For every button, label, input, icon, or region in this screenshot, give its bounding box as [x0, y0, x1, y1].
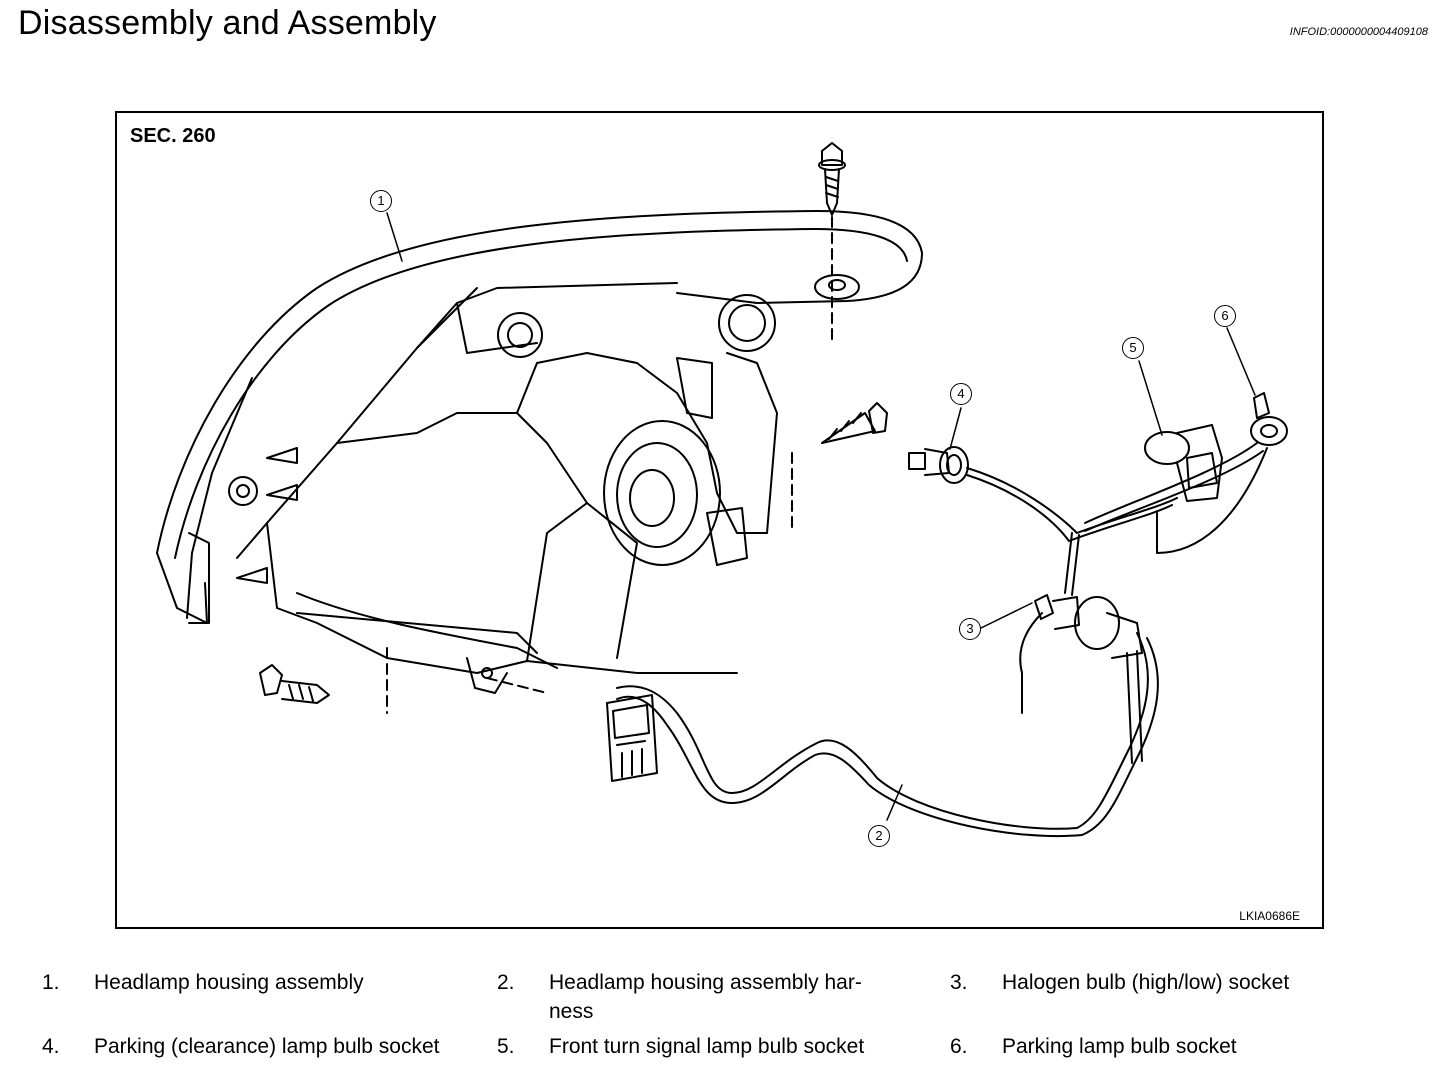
legend-text: Headlamp housing assembly har-ness — [549, 971, 862, 1023]
legend-number: 5. — [497, 1035, 515, 1058]
legend-number: 2. — [497, 971, 515, 994]
legend-number: 4. — [42, 1035, 60, 1058]
legend-text: Halogen bulb (high/low) socket — [1002, 971, 1290, 994]
parts-legend: 1. Headlamp housing assembly 2. Headlamp… — [0, 960, 1456, 1074]
top-screw — [818, 142, 846, 344]
callout-4: 4 — [950, 383, 972, 405]
info-id: INFOID:0000000004409108 — [1289, 26, 1428, 38]
headlamp-illustration — [156, 142, 1288, 838]
harness-connector — [606, 694, 658, 782]
lower-screw — [259, 647, 548, 714]
side-screw — [791, 402, 888, 534]
callout-6: 6 — [1214, 305, 1236, 327]
callout-3: 3 — [959, 618, 981, 640]
wire-harness — [616, 442, 1268, 838]
page-title: Disassembly and Assembly — [18, 4, 437, 42]
legend-text: Front turn signal lamp bulb socket — [549, 1035, 865, 1058]
exploded-diagram: SEC. 260 LKIA0686E — [115, 111, 1324, 929]
leader-lines — [386, 212, 1256, 821]
legend-number: 6. — [950, 1035, 968, 1058]
section-label: SEC. 260 — [130, 125, 216, 147]
callout-1: 1 — [370, 190, 392, 212]
legend-number: 1. — [42, 971, 60, 994]
callout-5: 5 — [1122, 337, 1144, 359]
legend-text: Headlamp housing assembly — [94, 971, 364, 994]
legend-number: 3. — [950, 971, 968, 994]
figure-code: LKIA0686E — [1239, 909, 1300, 923]
legend-text: Parking (clearance) lamp bulb socket — [94, 1035, 440, 1058]
callout-2: 2 — [868, 825, 890, 847]
headlamp-housing — [156, 210, 923, 694]
legend-text: Parking lamp bulb socket — [1002, 1035, 1237, 1058]
